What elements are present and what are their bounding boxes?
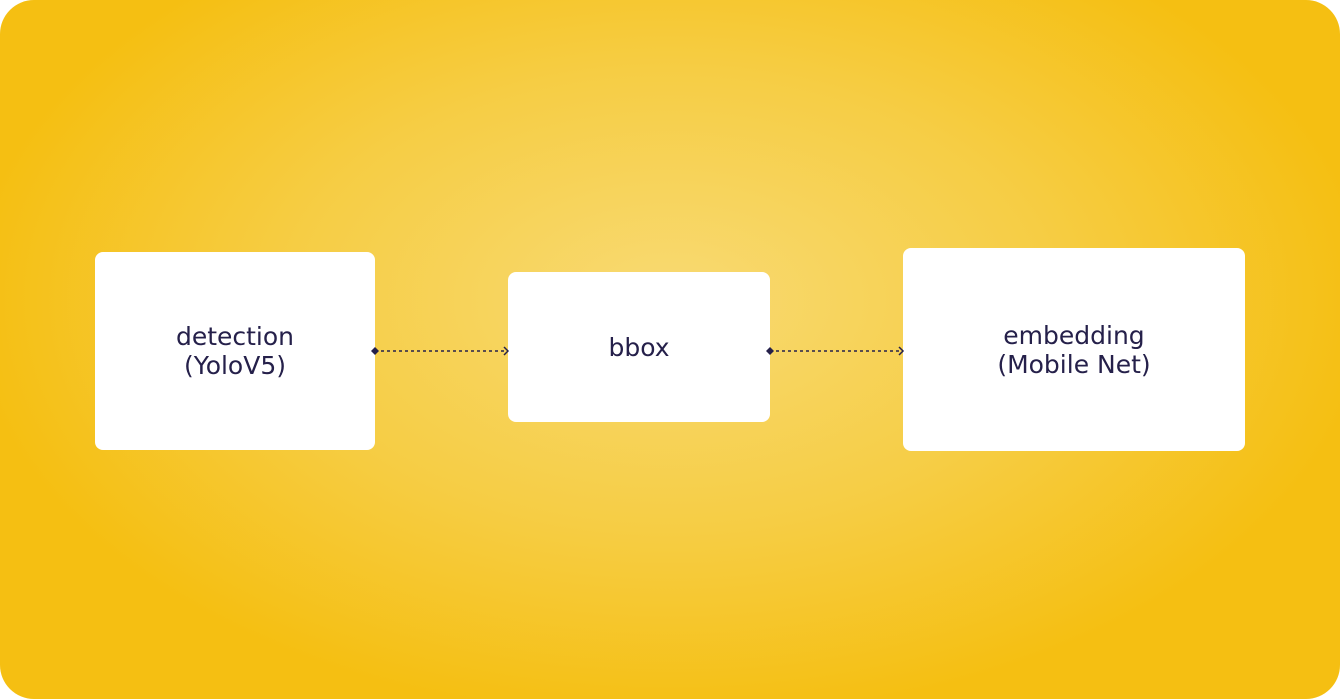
node-label: embedding [1003, 320, 1145, 350]
node-bbox: bbox [508, 272, 770, 422]
node-detection: detection(YoloV5) [95, 252, 375, 450]
node-sublabel: (Mobile Net) [997, 349, 1151, 379]
edge-bbox-embedding [766, 346, 905, 356]
node-sublabel: (YoloV5) [183, 351, 286, 380]
edge-detection-bbox [371, 346, 510, 356]
node-label: bbox [608, 332, 670, 362]
node-label: detection [175, 322, 295, 351]
node-embedding: embedding(Mobile Net) [903, 248, 1245, 451]
